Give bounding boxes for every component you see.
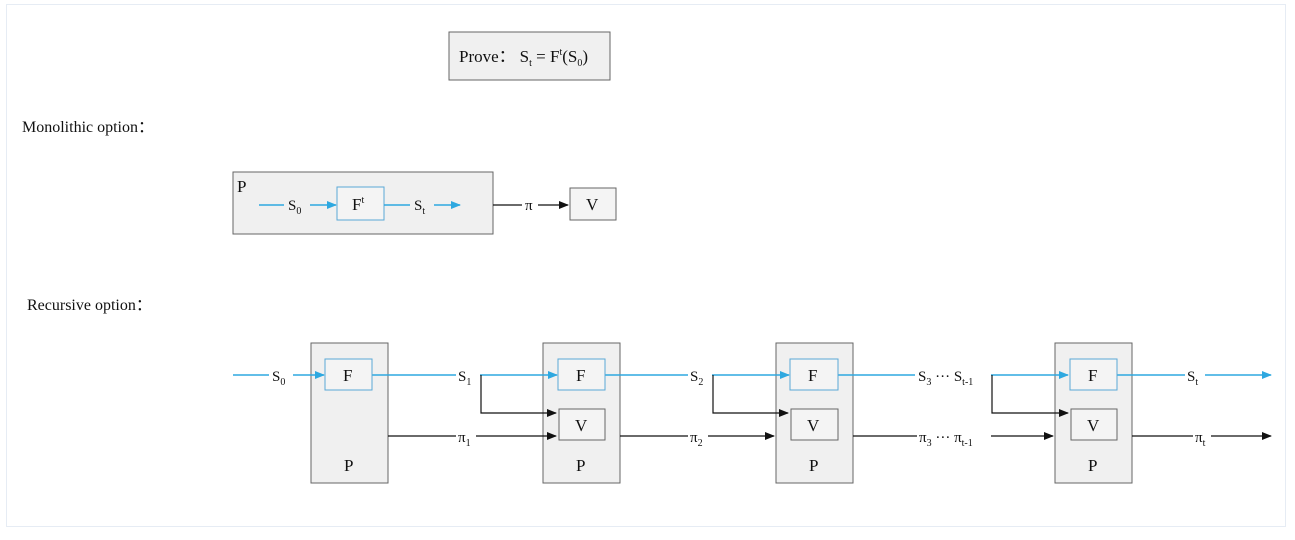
verifier-box-2: [558, 408, 606, 441]
mono-s0-bg: [284, 196, 310, 214]
state-label-s3-st1: S3 ··· St-1: [915, 366, 991, 388]
mono-proof-bg: [522, 197, 538, 213]
state-label-s0: S0: [269, 366, 293, 388]
mono-function-box: [336, 186, 385, 221]
proof-label-pi1: π1: [456, 428, 476, 449]
prove-text: Prove：St = Ft(S0): [459, 47, 588, 69]
recursive-section-label: Recursive option：: [27, 297, 152, 314]
verifier-label-2: V: [575, 416, 588, 435]
svg-text:S0: S0: [272, 369, 285, 388]
proof-label-pit: πt: [1193, 428, 1211, 449]
svg-text:St: St: [1187, 369, 1198, 388]
proof-label-pi2: π2: [688, 428, 708, 449]
prove-box: Prove：St = Ft(S0): [448, 31, 611, 81]
diagram-frame: [6, 4, 1286, 527]
prover-label-3: P: [809, 456, 818, 475]
function-label-3: F: [808, 366, 817, 385]
verifier-label-4: V: [1087, 416, 1100, 435]
prover-label-2: P: [576, 456, 585, 475]
svg-text:π1: π1: [458, 430, 471, 449]
mono-function-label: Ft: [352, 195, 364, 214]
function-box-2: [557, 358, 606, 391]
monolithic-prover-label: P: [237, 177, 246, 196]
svg-text:S3 ··· St-1: S3 ··· St-1: [918, 369, 973, 388]
mono-st-bg: [410, 196, 434, 214]
function-box-1: [324, 358, 373, 391]
verifier-label-3: V: [807, 416, 820, 435]
state-label-s1: S1: [456, 366, 480, 388]
function-label-1: F: [343, 366, 352, 385]
svg-text:S1: S1: [458, 369, 471, 388]
svg-text:π3 ··· πt-1: π3 ··· πt-1: [919, 430, 973, 449]
svg-text:πt: πt: [1195, 430, 1206, 449]
branch-s2-to-v3: [712, 375, 789, 417]
mono-st-label: St: [414, 198, 425, 217]
mono-proof-label: π: [525, 198, 533, 214]
prover-label-4: P: [1088, 456, 1097, 475]
svg-text:S2: S2: [690, 369, 703, 388]
monolithic-section-label: Monolithic option：: [22, 119, 154, 136]
state-label-s2: S2: [688, 366, 712, 388]
verifier-box-3: [790, 408, 839, 441]
prover-label-1: P: [344, 456, 353, 475]
mono-verifier-label: V: [586, 195, 599, 214]
mono-s0-label: S0: [288, 198, 301, 217]
proof-label-pi3-pit1: π3 ··· πt-1: [917, 428, 991, 449]
branch-st1-to-v4: [991, 375, 1069, 417]
verifier-box-4: [1070, 408, 1118, 441]
state-label-st: St: [1185, 366, 1205, 388]
svg-text:π2: π2: [690, 430, 703, 449]
branch-s1-to-v2: [480, 375, 557, 417]
function-box-4: [1069, 358, 1118, 391]
function-label-2: F: [576, 366, 585, 385]
function-box-3: [789, 358, 839, 391]
mono-verifier-box: [569, 187, 617, 221]
function-label-4: F: [1088, 366, 1097, 385]
